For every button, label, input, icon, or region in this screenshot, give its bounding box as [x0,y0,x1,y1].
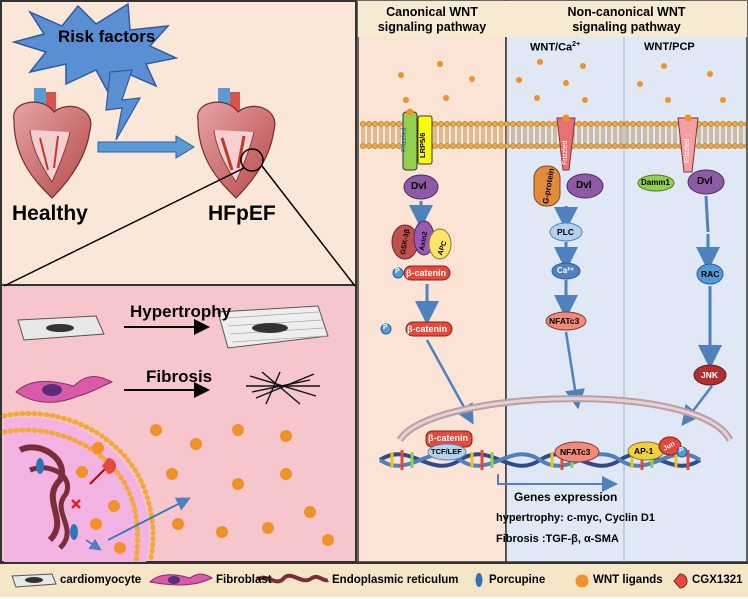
bcat1-text: β-catenin [406,268,446,278]
jnk-text: JNK [701,370,719,380]
wnt-ligands-left [76,424,334,554]
legend-cgx1321: CGX1321 [692,574,743,586]
apc [428,228,452,260]
jnk [693,364,727,386]
cgx1321-icon [673,573,688,589]
genes-title: Genes expression [514,490,618,504]
noncanonical-header: Non-canonical WNT signaling pathway [506,5,747,35]
p2-text: P [679,447,684,454]
tcf-lef [427,443,467,461]
damm1 [637,174,675,192]
cardiomyocyte-large [217,305,329,349]
dvl-text: Dvl [411,181,427,192]
phospho-text: P [395,268,400,275]
bcat2-text: β-catenin [407,324,447,334]
canonical-header-line2: signaling pathway [377,20,487,34]
er-icon [256,573,329,584]
rac [696,263,724,285]
ca-ion-text: Ca²⁺ [557,266,575,275]
hfpef-heart [197,88,276,199]
cell-detail [1,410,191,565]
zoom-circle [240,148,264,172]
canonical-header-bg [358,1,506,37]
nfatc3a-text: NFATc3 [549,316,580,326]
canonical-header-line1: Canonical WNT [386,5,478,19]
fibroblast [15,376,114,403]
lrp-receptor [417,115,433,165]
lrp-text: LRP5/6 [418,132,427,158]
dvl-canonical [403,174,439,200]
legend-icons [11,573,688,589]
frizzled-pcp-text: Frizzled [684,138,691,163]
legend: cardiomyocyte Fibroblast Endoplasmic ret… [0,562,748,597]
healthy-heart [13,88,92,199]
healthy-label: Healthy [12,202,88,225]
frizzled-text: Frizzled [401,127,408,152]
wnt-ca-text: WNT/Ca [530,41,573,54]
risk-starburst [11,2,179,94]
g-protein [533,165,561,207]
plc-text: PLC [557,227,574,237]
dvl-pcp [687,169,725,195]
wnt-ligands-right [398,59,726,103]
damm1-text: Damm1 [641,178,670,187]
porcupine-icon [475,573,483,587]
fibroblast-icon [148,573,213,586]
wnt-ligand-icon [575,574,589,588]
genes-arrow [497,474,618,492]
hfpef-label: HFpEF [208,202,276,225]
dvl3-text: Dvl [697,176,713,187]
legend-porcupine: Porcupine [489,574,546,586]
genes-fibrosis: Fibrosis :TGF-β, α-SMA [496,533,619,545]
canonical-header: Canonical WNT signaling pathway [358,5,506,35]
noncanonical-header-line1: Non-canonical WNT [567,5,686,19]
plc [549,222,583,242]
progression-arrow [97,135,195,159]
frizzled-ca-text: Frizzled [562,140,569,165]
nfatc3b-text: NFATc3 [560,447,591,457]
legend-cardiomyocyte: cardiomyocyte [60,574,142,586]
ap1-text: AP-1 [634,446,654,456]
ca-ion [551,262,581,280]
hypertrophy-label: Hypertrophy [130,302,232,321]
legend-fibroblast: Fibroblast [216,574,272,586]
tcf-text: TCF/LEF [431,447,462,456]
noncanonical-header-line2: signaling pathway [572,20,681,34]
bcat3-text: β-catenin [428,433,468,443]
genes-hypertrophy: hypertrophy: c-myc, Cyclin D1 [496,512,655,524]
canonical-panel [357,0,507,563]
legend-wnt-ligands: WNT ligands [593,574,663,586]
rac-text: RAC [701,269,720,279]
legend-er: Endoplasmic reticulum [332,574,459,586]
dvl-ca [566,173,604,199]
dvl2-text: Dvl [576,180,592,191]
jun [658,436,682,456]
risk-factors-label: Risk factors [58,27,156,46]
nfatc3-cyto [545,311,587,331]
bcat-free [405,321,453,337]
nfatc3-nuclear [554,441,600,463]
phospho-free-text: P [383,324,388,331]
wnt-pcp-label: WNT/PCP [644,41,695,53]
wnt-ca-sup: 2+ [572,41,581,48]
lightning-icon [105,69,142,141]
cardiomyocyte-small [17,315,105,341]
fibrosis-lines [246,371,320,405]
wnt-ca-label: WNT/Ca2+ [530,41,580,54]
bcat-phospho [403,265,451,281]
fibrosis-label: Fibrosis [146,367,213,386]
noncanonical-header-bg [506,1,747,37]
cardiomyocyte-icon [11,573,57,588]
